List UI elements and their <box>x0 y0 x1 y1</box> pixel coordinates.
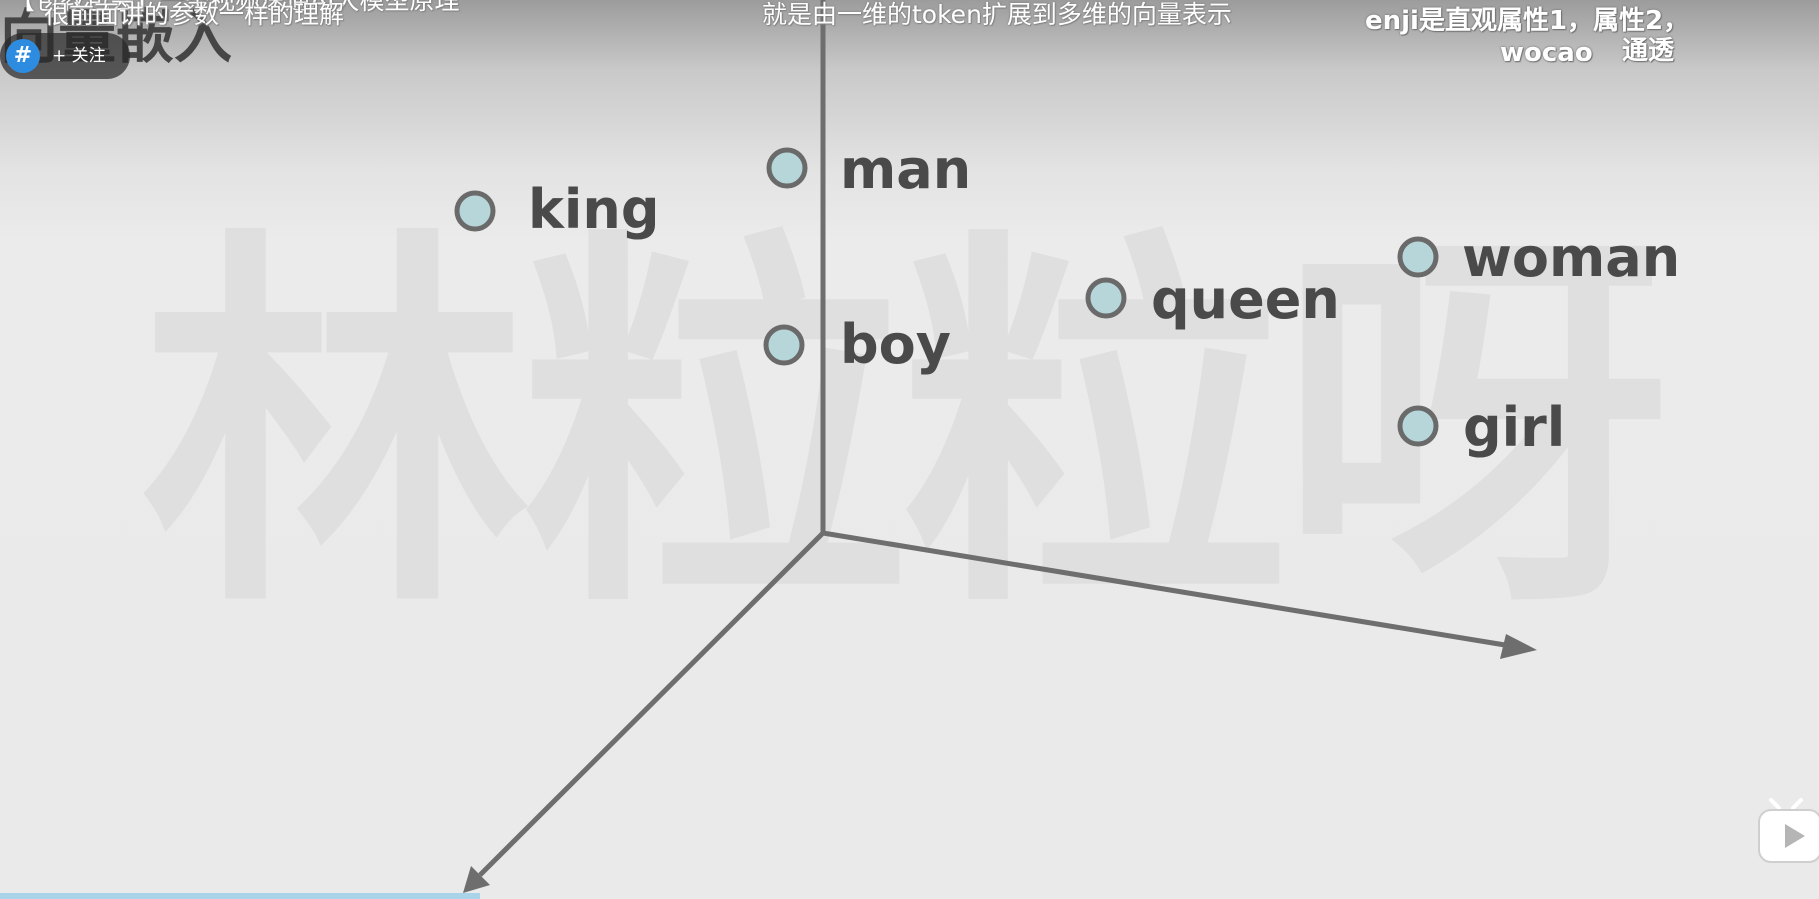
point-queen[interactable] <box>1085 277 1127 319</box>
follow-button[interactable]: + 关注 <box>52 46 106 66</box>
point-woman[interactable] <box>1397 236 1439 278</box>
x-axis <box>822 530 1506 648</box>
play-icon[interactable] <box>1757 796 1819 868</box>
y-axis-arrow-head <box>463 866 490 893</box>
label-man: man <box>840 138 972 201</box>
avatar-icon[interactable]: # <box>6 39 40 73</box>
progress-strip <box>0 893 480 899</box>
point-boy[interactable] <box>763 324 805 366</box>
label-king: king <box>528 178 660 241</box>
danmaku-comment: enji是直观属性1，属性2， <box>1365 6 1690 36</box>
point-king[interactable] <box>454 190 496 232</box>
y-axis <box>478 531 825 877</box>
uploader-follow-chip[interactable]: # + 关注 <box>0 33 130 79</box>
point-man[interactable] <box>766 147 808 189</box>
label-girl: girl <box>1463 396 1566 459</box>
video-title-subtitle: 【包教包会】一条视频速通AI大模型原理 <box>10 0 460 15</box>
subtitle-line-left: 很前面讲的参数一样的理解 <box>44 0 345 29</box>
label-queen: queen <box>1151 268 1340 331</box>
danmaku-comment: 通透 <box>1622 36 1675 66</box>
point-girl[interactable] <box>1397 405 1439 447</box>
label-woman: woman <box>1462 226 1681 289</box>
x-axis-arrow-head <box>1500 634 1537 659</box>
danmaku-comment: wocao <box>1500 38 1593 68</box>
subtitle-line-center: 就是由一维的token扩展到多维的向量表示 <box>762 0 1232 29</box>
label-boy: boy <box>840 313 951 376</box>
